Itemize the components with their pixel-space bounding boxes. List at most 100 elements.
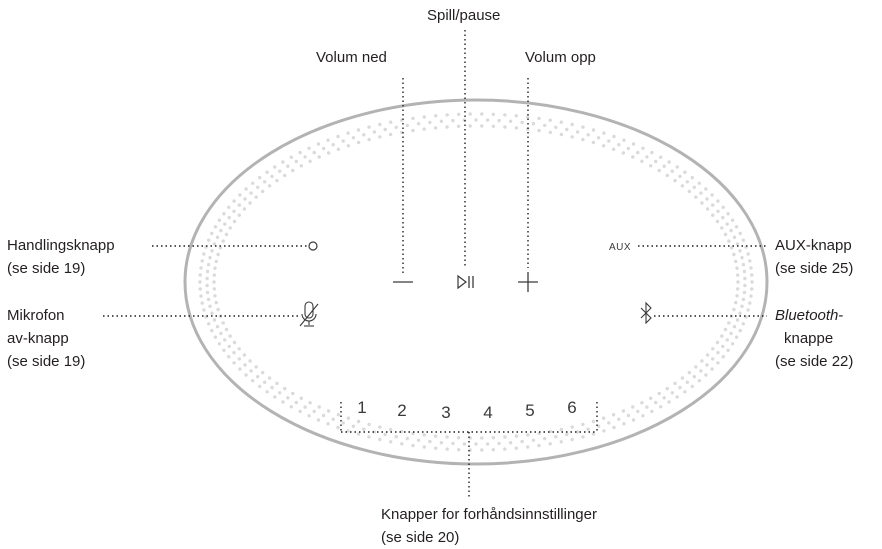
grille-dot: [743, 276, 747, 281]
grille-dot: [570, 425, 574, 429]
grille-dot: [299, 164, 303, 168]
grille-dot: [685, 180, 689, 184]
grille-dot: [261, 370, 265, 375]
grille-dot: [213, 335, 218, 339]
grille-dot: [205, 269, 210, 274]
grille-dot: [720, 334, 724, 338]
grille-dot: [244, 187, 248, 191]
grille-dot: [520, 120, 524, 125]
grille-dot: [735, 318, 740, 322]
grille-dot: [591, 140, 596, 145]
grille-dot: [665, 386, 669, 391]
grille-dot: [750, 273, 754, 277]
grille-dot: [657, 168, 661, 173]
grille-dot: [214, 300, 218, 305]
grille-dot: [720, 226, 724, 230]
grille-dot: [200, 259, 204, 263]
grille-dot: [372, 430, 377, 434]
grille-dot: [351, 424, 356, 428]
grille-dot: [537, 128, 541, 133]
grille-dot: [216, 307, 220, 312]
grille-dot: [631, 155, 635, 159]
grille-dot: [372, 130, 377, 134]
grille-dot: [683, 390, 687, 394]
grille-dot: [716, 351, 720, 355]
grille-dot: [687, 370, 691, 375]
grille-dot: [356, 419, 361, 424]
grille-dot: [570, 135, 574, 139]
aux-icon: AUX: [609, 242, 631, 253]
grille-dot: [378, 135, 382, 139]
grille-dot: [636, 409, 640, 414]
grille-dot: [503, 435, 507, 439]
grille-dot: [565, 127, 569, 132]
grille-dot: [548, 118, 552, 122]
grille-dot: [750, 287, 754, 291]
grille-dot: [559, 427, 564, 432]
grille-dot: [303, 405, 307, 409]
grille-dot: [611, 147, 616, 151]
grille-dot: [232, 361, 236, 365]
grille-dot: [559, 440, 563, 444]
grille-dot: [215, 325, 220, 329]
label-bluetooth-ref: (se side 22): [775, 353, 854, 370]
grille-dot: [224, 327, 229, 332]
grille-dot: [258, 384, 262, 389]
preset-number-5: 5: [525, 401, 534, 420]
grille-dot: [422, 127, 426, 131]
grille-dot: [299, 396, 303, 400]
grille-dot: [726, 348, 730, 352]
grille-dot: [367, 435, 371, 439]
grille-dot: [326, 422, 330, 426]
grille-dot: [497, 441, 501, 446]
grille-dot: [428, 120, 432, 125]
grille-dot: [356, 140, 361, 145]
grille-dot: [439, 441, 444, 445]
grille-dot: [591, 128, 596, 132]
grille-dot: [694, 195, 698, 199]
grille-dot: [503, 125, 507, 129]
grille-dot: [612, 425, 616, 430]
grille-dot: [559, 120, 563, 124]
grille-dot: [645, 155, 649, 159]
grille-dot: [341, 421, 345, 425]
grille-dot: [205, 290, 210, 295]
grille-dot: [730, 342, 735, 346]
grille-dot: [543, 436, 547, 441]
grille-dot: [474, 442, 478, 446]
grille-dot: [294, 159, 298, 164]
grille-dot: [474, 118, 478, 122]
grille-dot: [694, 365, 698, 369]
label-bluetooth-italic: Bluetooth: [775, 307, 839, 324]
grille-dot: [736, 280, 740, 284]
grille-dot: [400, 442, 404, 446]
grille-dot: [331, 143, 335, 147]
grille-dot: [219, 228, 223, 233]
grille-dot: [503, 113, 507, 117]
grille-dot: [341, 139, 345, 143]
grille-dot: [735, 294, 739, 298]
grille-dot: [743, 283, 747, 288]
plus-icon: [518, 272, 538, 292]
grille-dot: [601, 144, 606, 148]
grille-dot: [346, 429, 350, 433]
grille-dot: [351, 136, 356, 140]
preset-number-3: 3: [441, 403, 450, 422]
grille-dot: [738, 328, 742, 333]
label-aux-button: AUX-knapp: [775, 237, 852, 254]
grille-dot: [699, 191, 703, 195]
grille-dot: [735, 266, 739, 270]
grille-dot: [554, 125, 558, 129]
label-play-pause: Spill/pause: [427, 7, 501, 24]
grille-dot: [715, 340, 720, 345]
grille-dot: [641, 146, 645, 150]
grille-dot: [699, 369, 703, 373]
grille-dot: [289, 405, 293, 409]
grille-dot: [456, 124, 461, 128]
grille-dot: [726, 212, 730, 216]
grille-dot: [723, 327, 728, 332]
grille-dot: [665, 173, 669, 178]
grille-dot: [670, 169, 674, 173]
grille-dot: [291, 168, 295, 173]
